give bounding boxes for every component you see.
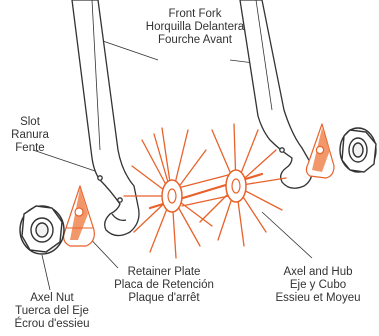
label-retainer-plate: Retainer Plate Placa de Retención Plaque… (104, 266, 224, 305)
label-axel-nut: Axel Nut Tuerca del Eje Écrou d'essieu (2, 292, 102, 331)
label-front-fork: Front Fork Horquilla Delantera Fourche A… (130, 8, 260, 47)
right-hub-flange (226, 170, 246, 202)
right-axle-nut (340, 128, 376, 172)
leader-axel-hub (262, 212, 312, 258)
right-fork-eyelet (280, 148, 284, 152)
left-fork-eyelet (98, 176, 102, 180)
left-dropout-hole (118, 198, 122, 202)
leader-axel-nut (42, 255, 50, 290)
right-retainer-plate (306, 124, 334, 178)
axle-and-hub (124, 124, 286, 258)
label-slot: Slot Ranura Fente (4, 116, 56, 155)
label-axel-hub: Axel and Hub Eje y Cubo Essieu et Moyeu (262, 266, 374, 305)
left-hub-flange (162, 180, 182, 212)
left-retainer-plate (64, 186, 95, 246)
left-axle-nut (20, 206, 64, 254)
